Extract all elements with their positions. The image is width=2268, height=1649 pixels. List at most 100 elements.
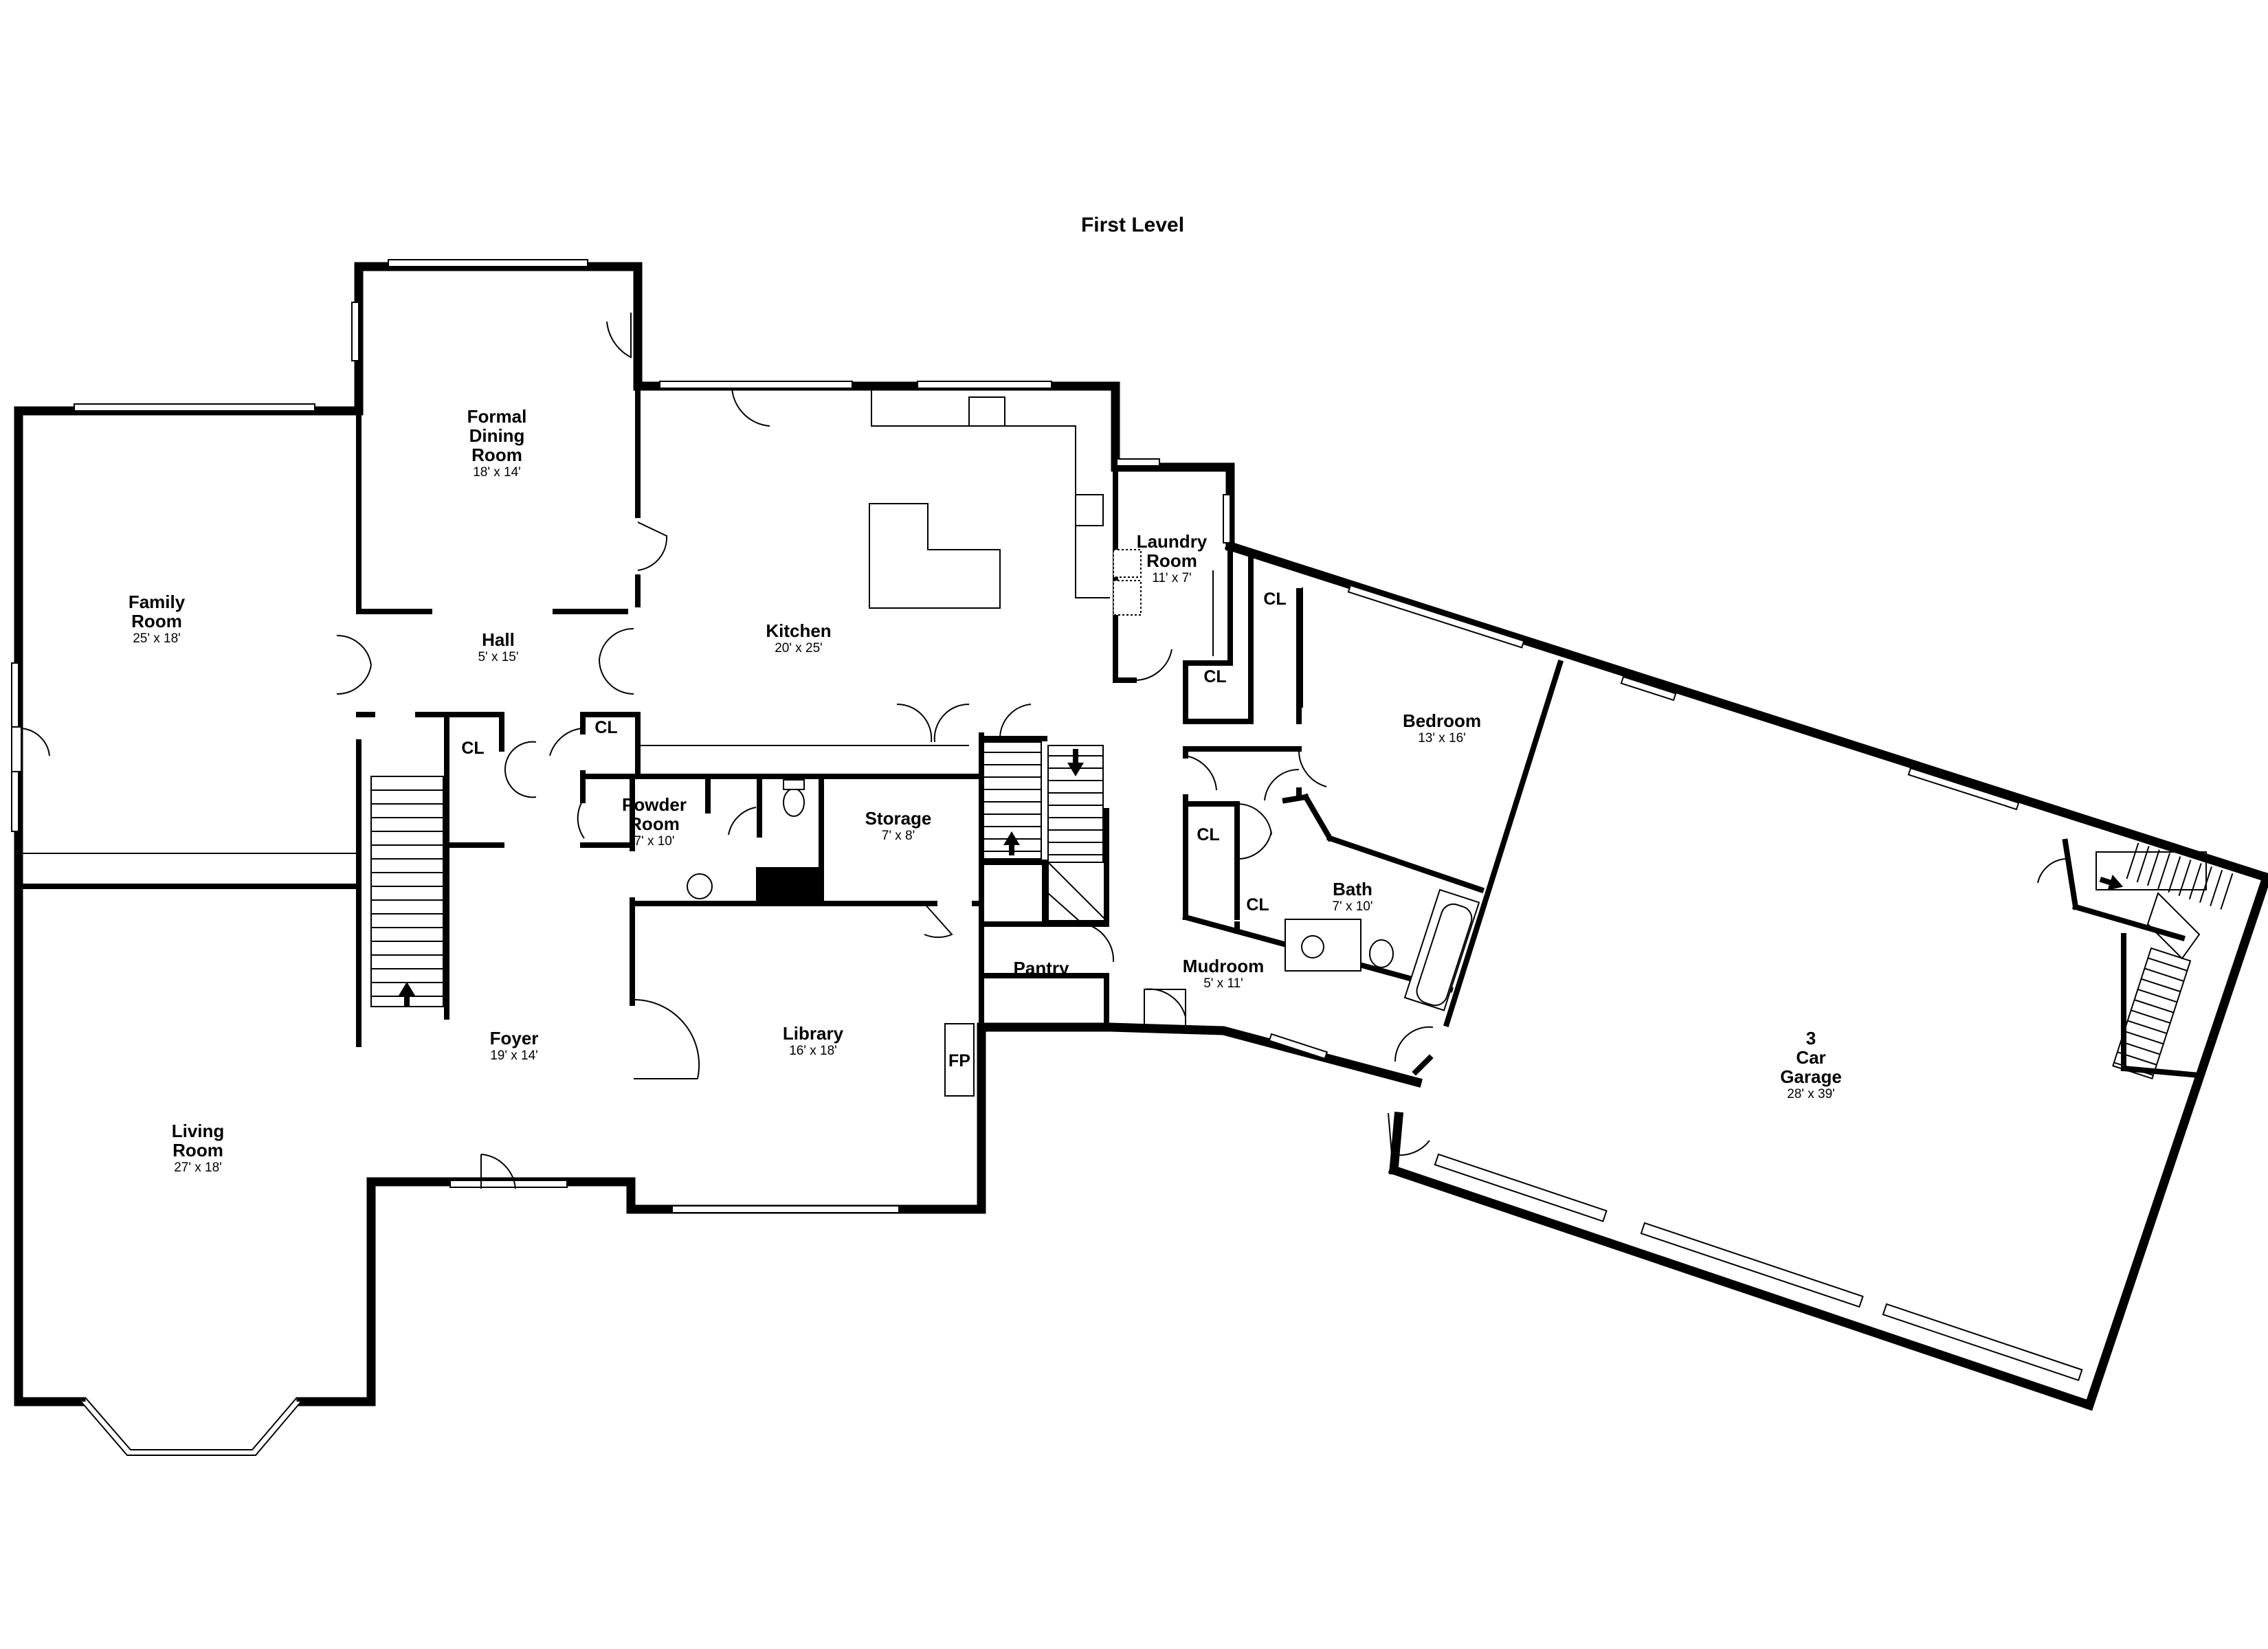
room-name: Laundry [1137,531,1208,552]
door [606,313,632,359]
kitchen-sink [968,396,1005,427]
up-arrow-icon [399,982,415,1006]
door [1394,1026,1434,1062]
room-dimensions: 7' x 8' [882,829,915,843]
door [933,703,970,743]
vanity-block [756,867,821,904]
door [633,998,700,1079]
up-arrow-icon [1003,831,1020,855]
window [74,403,315,412]
room-name: Living [172,1121,225,1141]
window [449,1180,568,1188]
door [1388,1112,1430,1156]
room-name: 3 [1806,1028,1816,1048]
door [2037,858,2066,884]
door [480,1154,516,1189]
bathtub [1403,888,1480,1011]
room-dimensions: 19' x 14' [490,1048,538,1063]
room-name: Room [173,1140,223,1160]
door [896,703,933,743]
room-name: Car [1796,1047,1825,1068]
door [1144,988,1186,1018]
room-dimensions: 18' x 14' [473,465,521,480]
windows [11,259,2020,1213]
room-name: Dining [469,425,525,446]
door [336,634,372,666]
room-dimensions: 27' x 18' [174,1160,222,1175]
room-name: Library [783,1023,844,1044]
toilet-icon [1369,939,1394,968]
room-name: Family [129,592,186,612]
room-name: Pantry [1014,958,1069,978]
doors [11,313,2066,1189]
room-dimensions: 16' x 18' [789,1044,837,1058]
room-name: Room [471,445,522,465]
sink-icon [687,873,713,899]
interior-walls [16,383,2203,1079]
door [924,903,953,939]
door [549,728,583,756]
room-dimensions: 5' x 15' [478,650,518,664]
room-name: Hall [482,629,515,650]
door [577,800,585,839]
room-name: Mudroom [1183,956,1264,976]
fireplace-label: FP [948,1051,970,1070]
room-dimensions: 25' x 18' [133,631,181,646]
door [20,728,50,756]
garage-door [1434,1153,1608,1222]
door [1144,989,1186,1031]
room-dimensions: 7' x 10' [1332,899,1372,914]
down-arrow-icon [1067,749,1084,776]
room-dimensions: 11' x 7' [1152,571,1192,585]
sink-icon [1301,935,1324,958]
garage-door [1882,1303,2083,1382]
door [504,769,537,798]
right-arrow-icon [2099,874,2124,890]
stairs [370,741,2234,1079]
window [388,259,588,267]
door [1236,831,1272,860]
room-label-pantry: Pantry [1014,958,1069,978]
room-name: Powder [622,794,687,815]
room-dimensions: 28' x 39' [1787,1087,1835,1101]
door [728,807,757,835]
kitchen-counter [871,388,1110,598]
door [11,726,22,772]
room-name: Garage [1780,1066,1842,1087]
garage-door [1640,1222,1864,1308]
closet-label: CL [1197,825,1219,844]
living-room-bay-window [80,1397,302,1456]
closet-label: CL [1203,667,1226,686]
garage-doors [1434,1153,2083,1382]
door [1236,803,1272,835]
kitchen-fixtures [638,388,1303,746]
room-dimensions: 13' x 16' [1418,731,1466,745]
room-name: Room [1146,550,1197,571]
toilet-icon [783,788,805,817]
room-dimensions: 20' x 25' [775,641,823,655]
stove [1075,494,1104,526]
closet-label: CL [461,739,484,758]
door [1185,755,1217,791]
closet-label: CL [1246,895,1269,915]
door [999,704,1032,739]
door [1133,649,1172,682]
window [351,302,359,361]
room-name: Storage [865,808,932,829]
room-name: Room [131,611,182,631]
window [917,381,1052,389]
closet-labels: CL CL CL CL CL CL [461,590,1286,915]
window [1223,494,1231,543]
door [336,664,372,695]
